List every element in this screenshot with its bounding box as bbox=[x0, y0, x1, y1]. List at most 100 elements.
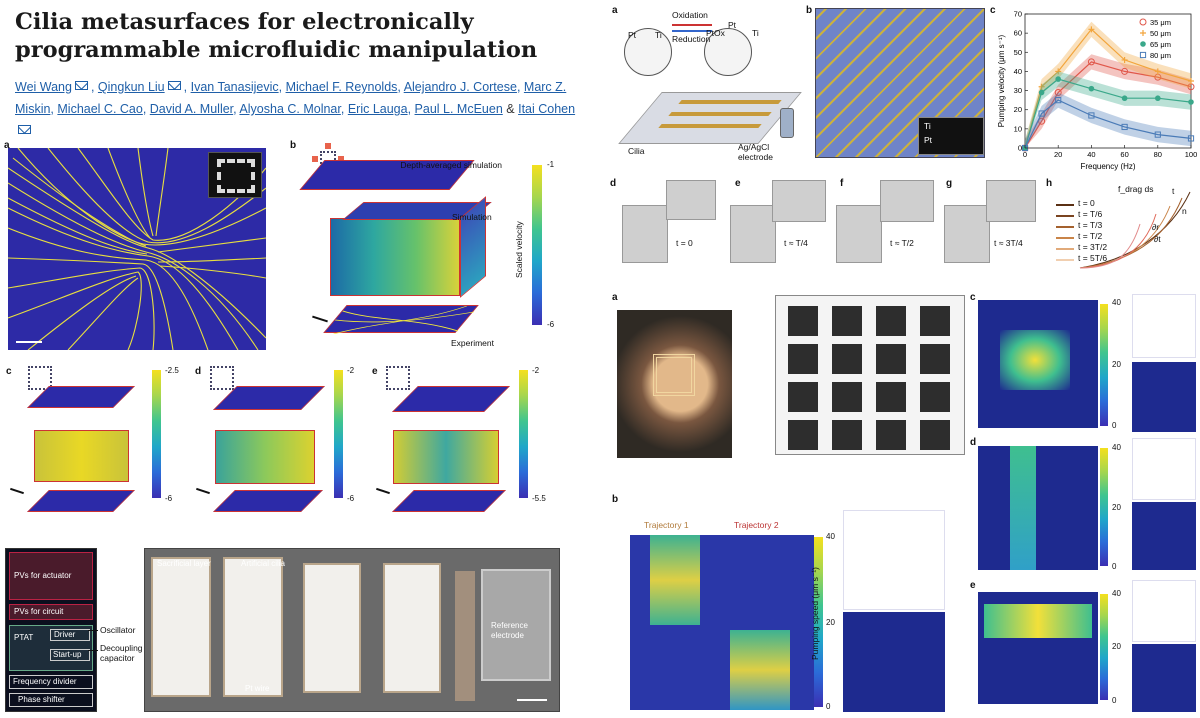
author-link[interactable]: Michael F. Reynolds bbox=[285, 80, 398, 94]
data-point bbox=[1088, 85, 1095, 92]
data-point bbox=[1187, 135, 1195, 142]
simulated-field-b bbox=[843, 612, 945, 712]
panel-label-b: b bbox=[612, 494, 619, 505]
data-point bbox=[1088, 112, 1095, 119]
colorbar-tick: 40 bbox=[1112, 298, 1121, 307]
legend-label: 80 μm bbox=[1150, 51, 1171, 60]
author-link[interactable]: Marc Z. Miskin bbox=[15, 80, 567, 116]
label-ti: Ti bbox=[655, 30, 662, 40]
x-axis-label: Frequency (Hz) bbox=[1080, 162, 1135, 171]
h-symbol: ∂r bbox=[1152, 222, 1160, 232]
data-point bbox=[1155, 95, 1161, 102]
author-link[interactable]: Paul L. McEuen bbox=[414, 102, 503, 116]
mail-icon[interactable] bbox=[18, 125, 31, 134]
colorbar-tick: 20 bbox=[1112, 503, 1121, 512]
series-band bbox=[1025, 54, 1191, 149]
colorbar-scaled-velocity bbox=[532, 165, 542, 325]
panel-label-a: a bbox=[4, 140, 10, 151]
panel-label-e: e bbox=[372, 366, 378, 377]
author-link[interactable]: Alyosha C. Molnar bbox=[239, 102, 341, 116]
mail-icon[interactable] bbox=[74, 81, 88, 90]
heatmap-c bbox=[978, 300, 1098, 428]
mail-icon[interactable] bbox=[167, 81, 181, 90]
d-cube bbox=[215, 430, 315, 484]
y-tick-label: 10 bbox=[1014, 124, 1022, 133]
e-bottom-layer bbox=[392, 490, 506, 512]
scale-bar bbox=[376, 487, 390, 495]
layer-label-simulation: Simulation bbox=[452, 212, 492, 222]
data-point bbox=[1188, 99, 1194, 105]
cilia-grid-micrograph bbox=[775, 295, 965, 455]
label-oxidation: Oxidation bbox=[672, 10, 708, 20]
legend-marker bbox=[1140, 41, 1146, 47]
author-link[interactable]: Alejandro J. Cortese bbox=[403, 80, 517, 94]
panel-label-d: d bbox=[610, 178, 617, 189]
data-point bbox=[1087, 58, 1095, 66]
data-point bbox=[1188, 78, 1194, 84]
timelapse-frame bbox=[730, 205, 776, 263]
author-link[interactable]: Itai Cohen bbox=[518, 102, 576, 116]
colorbar-tick: 0 bbox=[826, 702, 831, 711]
author-link[interactable]: Eric Lauga bbox=[347, 102, 408, 116]
colorbar-tick: 40 bbox=[1112, 443, 1121, 452]
device-schematic-icon bbox=[386, 366, 410, 390]
author-link[interactable]: Ivan Tanasijevic bbox=[190, 80, 279, 94]
series-band bbox=[1025, 71, 1191, 148]
micro-label-sacrificial-layer: Sacrificial layer bbox=[157, 559, 211, 568]
simulated-field-e bbox=[1132, 644, 1196, 712]
colorbar-d bbox=[334, 370, 343, 498]
timelapse-zoom bbox=[772, 180, 826, 222]
y-tick-label: 0 bbox=[1018, 144, 1022, 153]
data-point bbox=[1038, 89, 1045, 96]
legend-marker bbox=[1139, 18, 1147, 26]
chip-block-label: PTAT bbox=[14, 633, 34, 642]
device-inset bbox=[208, 152, 262, 198]
data-point bbox=[1038, 83, 1045, 90]
scale-bar bbox=[16, 341, 42, 343]
chip-on-finger-photo bbox=[617, 310, 732, 458]
time-label: t ≈ 3T/4 bbox=[994, 238, 1023, 248]
x-tick-label: 80 bbox=[1154, 150, 1162, 159]
colorbar-tick: -6 bbox=[347, 494, 355, 503]
y-axis-label: Pumping velocity (μm s⁻¹) bbox=[997, 34, 1006, 127]
author-list: Wei Wang, Qingkun Liu, Ivan Tanasijevic,… bbox=[15, 76, 585, 142]
x-tick-label: 20 bbox=[1054, 150, 1062, 159]
heatmap-d bbox=[978, 446, 1098, 570]
time-label: t ≈ T/2 bbox=[890, 238, 914, 248]
device-schematic-icon bbox=[210, 366, 234, 390]
device-micrograph: Sacrificial layer Artificial cilia Refer… bbox=[144, 548, 560, 712]
label-electrode: electrode bbox=[738, 152, 773, 162]
paper-title: Cilia metasurfaces for electronically pr… bbox=[15, 9, 538, 63]
panel-label-e: e bbox=[970, 580, 976, 591]
colorbar-tick: 40 bbox=[826, 532, 835, 541]
chip-block-label: Start-up bbox=[53, 650, 82, 659]
data-point bbox=[1038, 117, 1046, 125]
e-cube bbox=[393, 430, 499, 484]
panel-label-c: c bbox=[990, 5, 996, 16]
chip-block-label: Driver bbox=[54, 630, 76, 639]
colorbar-pumping-speed bbox=[814, 537, 823, 707]
legend-label: 50 μm bbox=[1150, 29, 1171, 38]
x-tick-label: 40 bbox=[1087, 150, 1095, 159]
pumping-speed-heatmap bbox=[630, 535, 814, 710]
timelapse-frame bbox=[944, 205, 990, 263]
author-link[interactable]: Qingkun Liu bbox=[97, 80, 165, 94]
cilia-micrograph: Ti Pt bbox=[815, 8, 985, 158]
micro-label-pt-wire: Pt wire bbox=[245, 684, 270, 693]
h-symbol: ∂t bbox=[1154, 234, 1161, 244]
label-pt: Pt bbox=[728, 20, 737, 30]
colorbar-title: Pumping speed (μm s⁻¹) bbox=[810, 567, 820, 660]
colorbar-tick: 0 bbox=[1112, 421, 1117, 430]
streamline-image bbox=[8, 148, 266, 350]
d-bottom-layer bbox=[213, 490, 323, 512]
colorbar-tick: -2.5 bbox=[165, 366, 179, 375]
author-link[interactable]: Wei Wang bbox=[15, 80, 72, 94]
author-link[interactable]: Michael C. Cao bbox=[57, 102, 143, 116]
panel-label-f: f bbox=[840, 178, 844, 189]
colorbar-tick: -6 bbox=[547, 320, 555, 329]
author-link[interactable]: David A. Muller bbox=[149, 102, 234, 116]
label-reduction: Reduction bbox=[672, 34, 711, 44]
actuation-pattern-b bbox=[843, 510, 945, 610]
cilia-stroke-legend bbox=[1050, 200, 1198, 270]
